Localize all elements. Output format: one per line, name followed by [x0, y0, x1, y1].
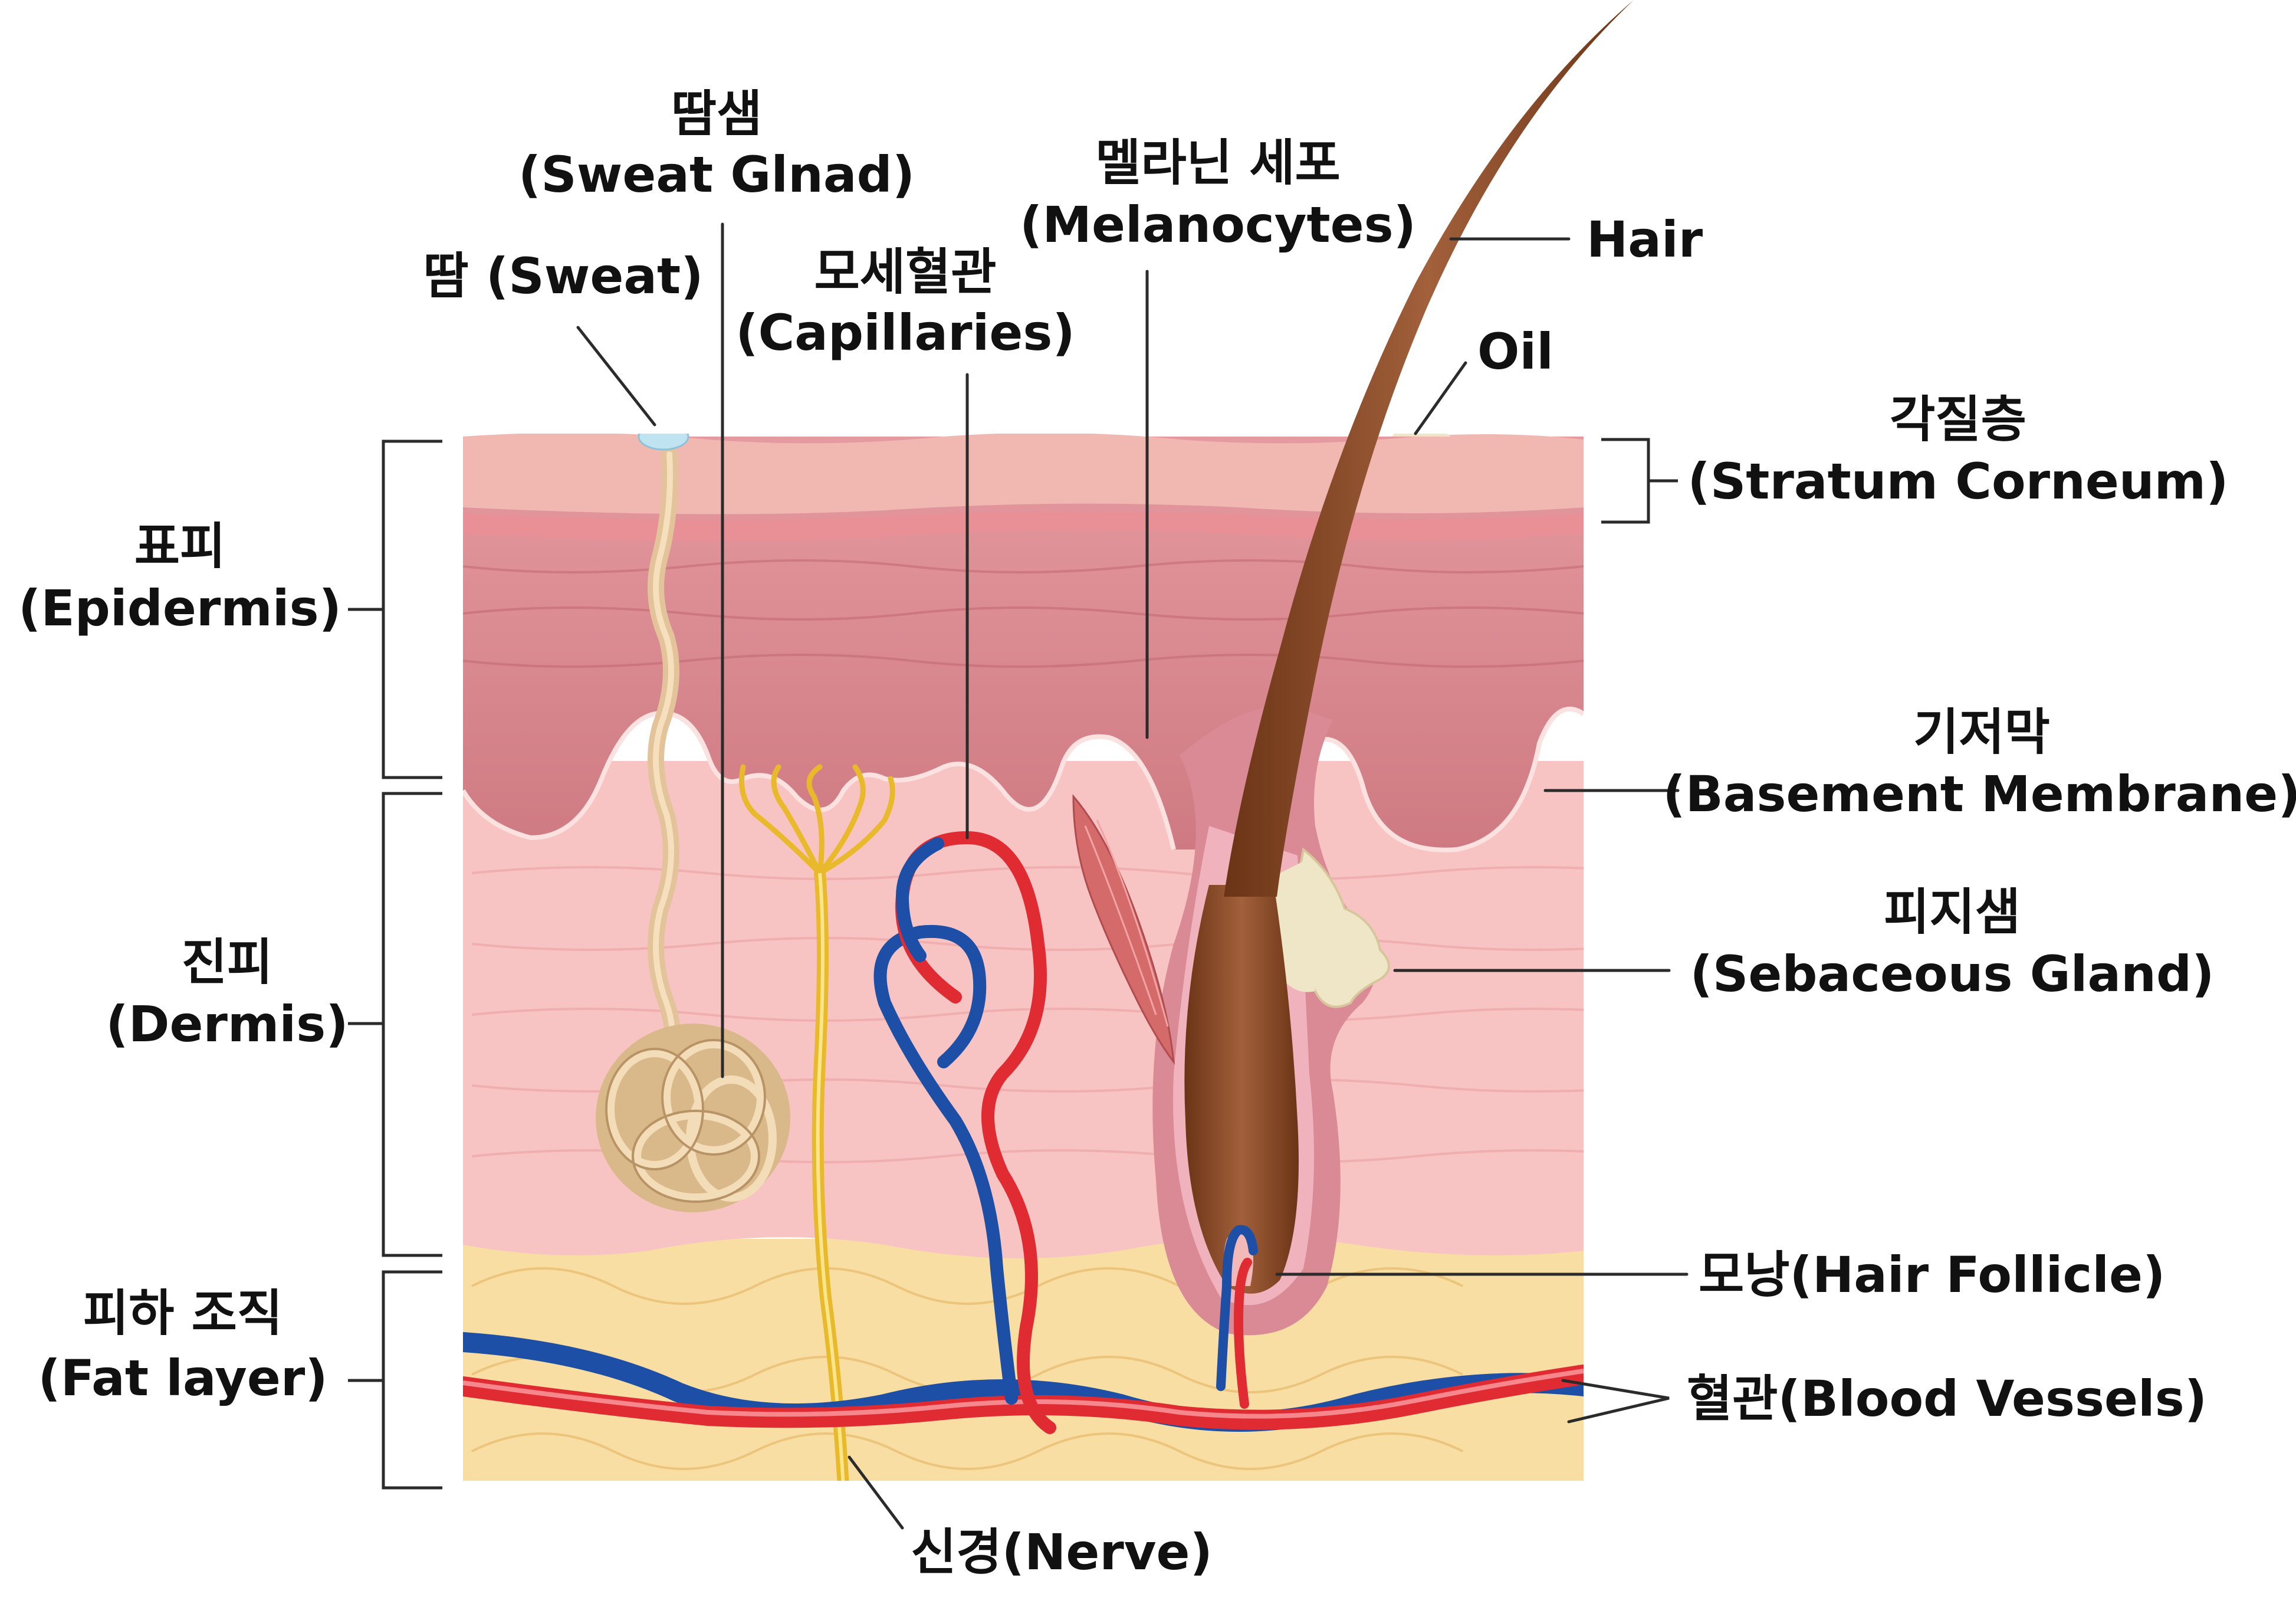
label-fat-ko: 피하 조직 [83, 1284, 283, 1342]
label-nerve: 신경(Nerve) [911, 1523, 1213, 1581]
label-epidermis-en: (Epidermis) [18, 579, 341, 637]
bracket-fat [383, 1272, 442, 1488]
label-melanocytes-en: (Melanocytes) [1020, 196, 1416, 254]
label-sebaceous-en: (Sebaceous Gland) [1690, 945, 2215, 1003]
label-blood-vessels: 혈관(Blood Vessels) [1687, 1370, 2207, 1428]
label-epidermis-ko: 표피 [134, 517, 226, 575]
label-hair: Hair [1586, 211, 1703, 268]
label-sweat-gland-ko: 땀샘 [671, 85, 763, 143]
label-stratum-en: (Stratum Corneum) [1687, 452, 2228, 510]
sweat-gland-coil [596, 1024, 790, 1212]
label-capillaries-ko: 모세혈관 [814, 243, 996, 301]
oil-at-surface [1392, 401, 1451, 437]
label-oil: Oil [1477, 323, 1553, 381]
stratum-corneum-layer [463, 433, 1584, 514]
bracket-stratum [1601, 440, 1648, 522]
sweat-droplet [639, 424, 688, 450]
label-sebaceous-ko: 피지샘 [1884, 883, 2021, 941]
label-dermis-ko: 진피 [182, 933, 273, 991]
label-stratum-ko: 각질층 [1890, 391, 2026, 448]
label-capillaries-en: (Capillaries) [735, 304, 1075, 362]
label-hair-follicle: 모낭(Hair Follicle) [1699, 1246, 2165, 1304]
label-sweat-gland-en: (Sweat Glnad) [518, 146, 915, 204]
label-fat-en: (Fat layer) [38, 1349, 327, 1407]
bracket-epidermis [383, 441, 442, 778]
label-melanocytes-ko: 멜라닌 세포 [1095, 134, 1341, 192]
label-dermis-en: (Dermis) [106, 995, 348, 1053]
label-sweat: 땀 (Sweat) [423, 247, 703, 305]
bracket-dermis [383, 793, 442, 1255]
label-basement-en: (Basement Membrane) [1663, 765, 2296, 823]
label-basement-ko: 기저막 [1913, 703, 2050, 761]
